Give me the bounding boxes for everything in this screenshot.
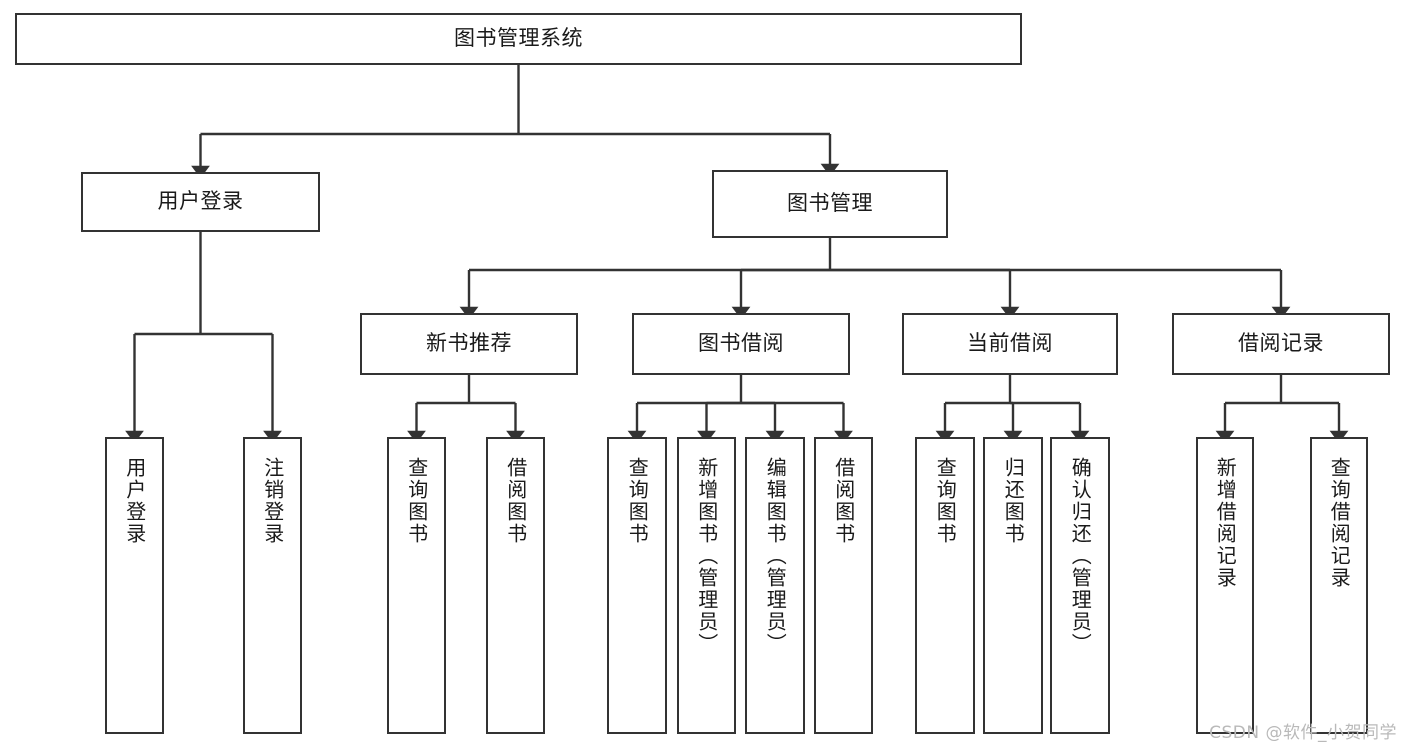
node-label-leaf-edit-book: 编辑图书（管理员） (763, 457, 788, 655)
node-book-manage: 图书管理 (712, 170, 948, 238)
node-label-new-book-recommend: 新书推荐 (426, 331, 512, 356)
node-leaf-query-book-1: 查询图书 (387, 437, 446, 734)
node-label-leaf-add-record: 新增借阅记录 (1213, 457, 1238, 589)
node-label-leaf-logout: 注销登录 (260, 457, 285, 545)
node-label-leaf-confirm-return: 确认归还（管理员） (1068, 457, 1093, 655)
node-leaf-query-book-3: 查询图书 (915, 437, 975, 734)
node-label-leaf-return-book: 归还图书 (1001, 457, 1026, 545)
node-label-root: 图书管理系统 (454, 26, 583, 51)
node-label-leaf-query-book-3: 查询图书 (933, 457, 958, 545)
node-label-book-borrow: 图书借阅 (698, 331, 784, 356)
node-label-leaf-query-book-2: 查询图书 (625, 457, 650, 545)
node-leaf-user-login: 用户登录 (105, 437, 164, 734)
node-label-book-manage: 图书管理 (787, 191, 873, 216)
node-leaf-add-record: 新增借阅记录 (1196, 437, 1254, 734)
node-label-borrow-record: 借阅记录 (1238, 331, 1324, 356)
node-label-leaf-add-book: 新增图书（管理员） (694, 457, 719, 655)
node-new-book-recommend: 新书推荐 (360, 313, 578, 375)
node-label-leaf-borrow-book-2: 借阅图书 (831, 457, 856, 545)
node-label-current-borrow: 当前借阅 (967, 331, 1053, 356)
node-leaf-query-record: 查询借阅记录 (1310, 437, 1368, 734)
node-book-borrow: 图书借阅 (632, 313, 850, 375)
node-leaf-confirm-return: 确认归还（管理员） (1050, 437, 1110, 734)
node-label-leaf-user-login: 用户登录 (122, 457, 147, 545)
watermark-label: CSDN @软件_小贺同学 (1209, 723, 1397, 743)
node-label-leaf-query-book-1: 查询图书 (404, 457, 429, 545)
edge-layer (125, 65, 1349, 444)
node-leaf-edit-book: 编辑图书（管理员） (745, 437, 805, 734)
node-root: 图书管理系统 (15, 13, 1022, 65)
node-borrow-record: 借阅记录 (1172, 313, 1390, 375)
node-user-login: 用户登录 (81, 172, 320, 232)
node-leaf-borrow-book-1: 借阅图书 (486, 437, 545, 734)
node-leaf-logout: 注销登录 (243, 437, 302, 734)
node-label-leaf-query-record: 查询借阅记录 (1327, 457, 1352, 589)
node-leaf-query-book-2: 查询图书 (607, 437, 667, 734)
node-current-borrow: 当前借阅 (902, 313, 1118, 375)
node-leaf-return-book: 归还图书 (983, 437, 1043, 734)
node-label-user-login: 用户登录 (157, 189, 244, 214)
node-label-leaf-borrow-book-1: 借阅图书 (503, 457, 528, 545)
node-leaf-add-book: 新增图书（管理员） (677, 437, 736, 734)
node-leaf-borrow-book-2: 借阅图书 (814, 437, 873, 734)
